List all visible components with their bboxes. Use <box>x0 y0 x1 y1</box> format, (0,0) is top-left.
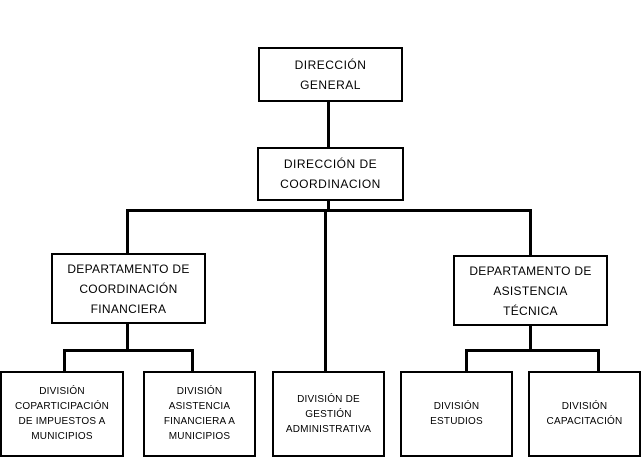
label-line: MUNICIPIOS <box>168 431 231 442</box>
box-div-capacitacion: DIVISIÓN CAPACITACIÓN <box>528 371 641 457</box>
box-depto-coordinacion-financiera: DEPARTAMENTO DE COORDINACIÓN FINANCIERA <box>51 253 206 324</box>
label-line: DIVISIÓN DE <box>297 393 360 405</box>
connector-tecnica-horizontal <box>465 349 600 352</box>
connector-to-depto-financiera <box>126 209 129 254</box>
connector-tecnica-down <box>529 324 532 351</box>
connector-to-depto-tecnica <box>529 209 532 256</box>
label-line: GENERAL <box>300 77 361 92</box>
connector-to-div-asistencia-financiera <box>191 349 194 372</box>
label-line: DIVISIÓN <box>433 401 480 412</box>
label-line: DE IMPUESTOS A <box>18 416 106 427</box>
connector-general-to-coordinacion <box>327 100 330 148</box>
connector-financiera-horizontal <box>63 349 194 352</box>
label-line: DIRECCIÓN <box>294 57 367 72</box>
box-depto-asistencia-tecnica: DEPARTAMENTO DE ASISTENCIA TÉCNICA <box>453 255 608 326</box>
label-line: GESTIÓN <box>305 408 352 420</box>
label-line: DIVISIÓN <box>176 386 223 397</box>
label-line: CAPACITACIÓN <box>546 416 623 427</box>
label-line: COORDINACION <box>280 177 381 191</box>
label-line: MUNICIPIOS <box>31 431 93 442</box>
connector-to-div-capacitacion <box>597 349 600 372</box>
box-div-estudios: DIVISIÓN ESTUDIOS <box>400 371 513 457</box>
box-div-asistencia-financiera: DIVISIÓN ASISTENCIA FINANCIERA A MUNICIP… <box>143 371 256 457</box>
label-line: ASISTENCIA <box>493 283 568 298</box>
label-line: COPARTICIPACIÓN <box>14 401 110 412</box>
connector-to-div-estudios <box>465 349 468 372</box>
box-div-gestion-administrativa: DIVISIÓN DE GESTIÓN ADMINISTRATIVA <box>272 371 385 457</box>
label-line: FINANCIERA A <box>163 416 236 427</box>
label-line: TÉCNICA <box>503 303 558 318</box>
label-line: ESTUDIOS <box>430 416 483 427</box>
connector-coordinacion-down <box>327 199 330 211</box>
label-line: DIVISIÓN <box>39 386 85 397</box>
label-line: DEPARTAMENTO DE <box>469 263 592 278</box>
label-line: DIRECCIÓN DE <box>283 157 378 171</box>
label-line: ASISTENCIA <box>168 401 231 412</box>
connector-to-div-coparticipacion <box>63 349 66 372</box>
connector-financiera-down <box>126 322 129 351</box>
label-line: COORDINACIÓN <box>79 281 178 296</box>
label-line: FINANCIERA <box>90 301 167 316</box>
connector-level2-horizontal <box>126 209 532 212</box>
label-line: ADMINISTRATIVA <box>285 423 372 435</box>
box-direccion-coordinacion: DIRECCIÓN DE COORDINACION <box>257 147 404 201</box>
box-div-coparticipacion: DIVISIÓN COPARTICIPACIÓN DE IMPUESTOS A … <box>0 371 124 457</box>
connector-to-div-gestion <box>324 209 327 372</box>
label-line: DIVISIÓN <box>561 401 608 412</box>
box-direccion-general: DIRECCIÓN GENERAL <box>258 47 403 102</box>
label-line: DEPARTAMENTO DE <box>67 261 190 276</box>
